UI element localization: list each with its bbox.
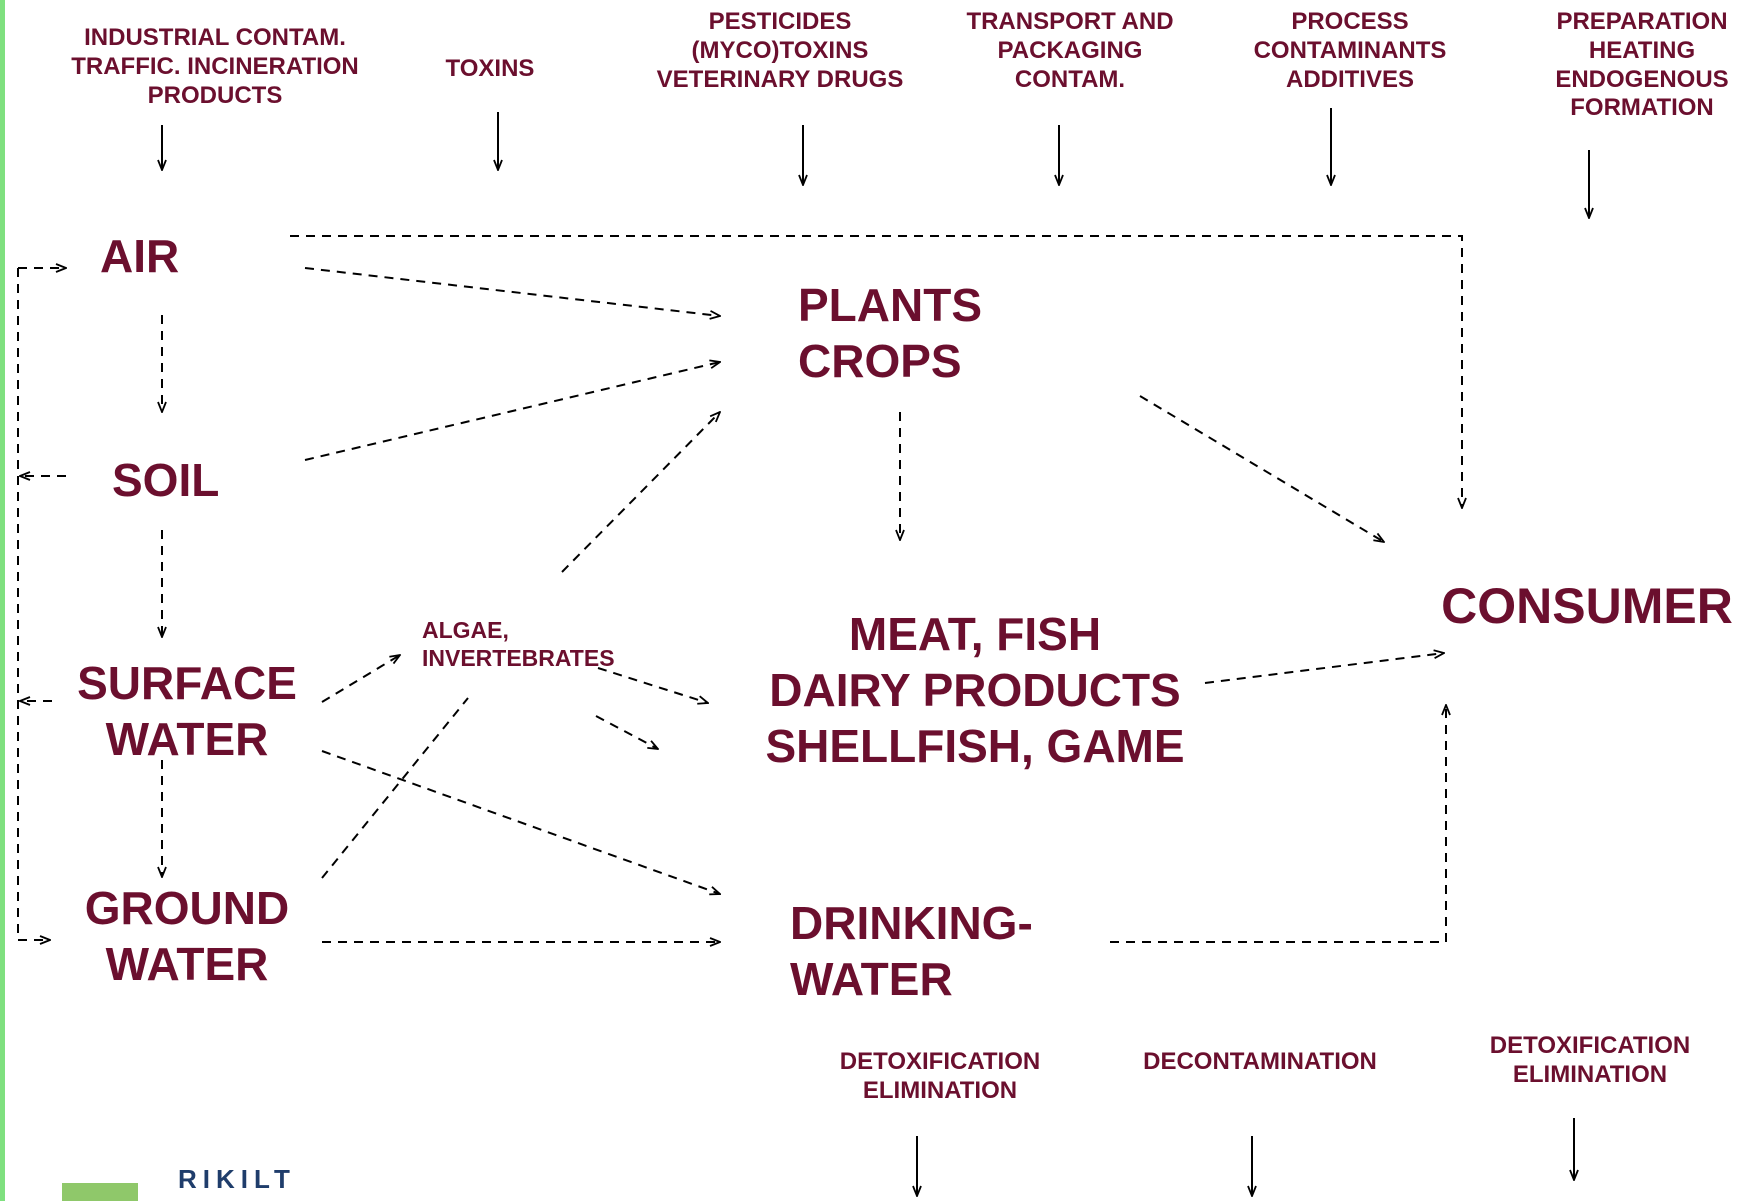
source-industrial: INDUSTRIAL CONTAM. TRAFFIC. INCINERATION… [71,24,359,109]
source-transport: TRANSPORT AND PACKAGING CONTAM. [966,8,1174,93]
rikilt-logo-text: RIKILT [178,1164,296,1194]
node-drinking-water: DRINKING- WATER [790,897,1033,1006]
rikilt-logo-mark [62,1183,138,1201]
label-detox-elimination-2: DETOXIFICATION ELIMINATION [1489,1032,1691,1088]
arrow-algae-to-plants [561,412,720,573]
left-edge-bar [0,0,5,1201]
arrow-air-to-consumer [290,235,1462,508]
arrow-meat-to-consumer [1204,653,1444,684]
arrow-drinking-to-consumer [1110,705,1446,943]
node-soil: SOIL [112,454,220,506]
node-plants-crops: PLANTS CROPS [798,279,982,388]
label-detox-elimination-1: DETOXIFICATION ELIMINATION [839,1048,1041,1104]
label-decontamination: DECONTAMINATION [1143,1048,1377,1075]
node-surface-water: SURFACE WATER [77,657,297,766]
arrow-air-to-plants [304,267,720,316]
arrow-algae-to-meat-2 [595,715,658,749]
arrow-surface-to-algae [321,655,400,703]
arrow-soil-to-plants [304,362,720,461]
node-consumer: CONSUMER [1441,578,1733,634]
source-toxins: TOXINS [445,55,535,82]
node-meat-fish-dairy: MEAT, FISH DAIRY PRODUCTS SHELLFISH, GAM… [765,608,1185,773]
source-pesticides: PESTICIDES (MYCO)TOXINS VETERINARY DRUGS [656,8,904,93]
arrow-surface-to-drinking [321,750,720,894]
arrow-algae-to-meat-1 [597,667,708,703]
node-algae-invertebrates: ALGAE, INVERTEBRATES [422,617,615,671]
source-preparation: PREPARATION HEATING ENDOGENOUS FORMATION [1555,8,1729,122]
source-process: PROCESS CONTAMINANTS ADDITIVES [1253,8,1447,93]
node-air: AIR [100,230,180,282]
arrow-plants-to-consumer [1139,395,1384,542]
node-ground-water: GROUND WATER [84,882,290,991]
arrow-ground-to-algae [321,697,469,879]
